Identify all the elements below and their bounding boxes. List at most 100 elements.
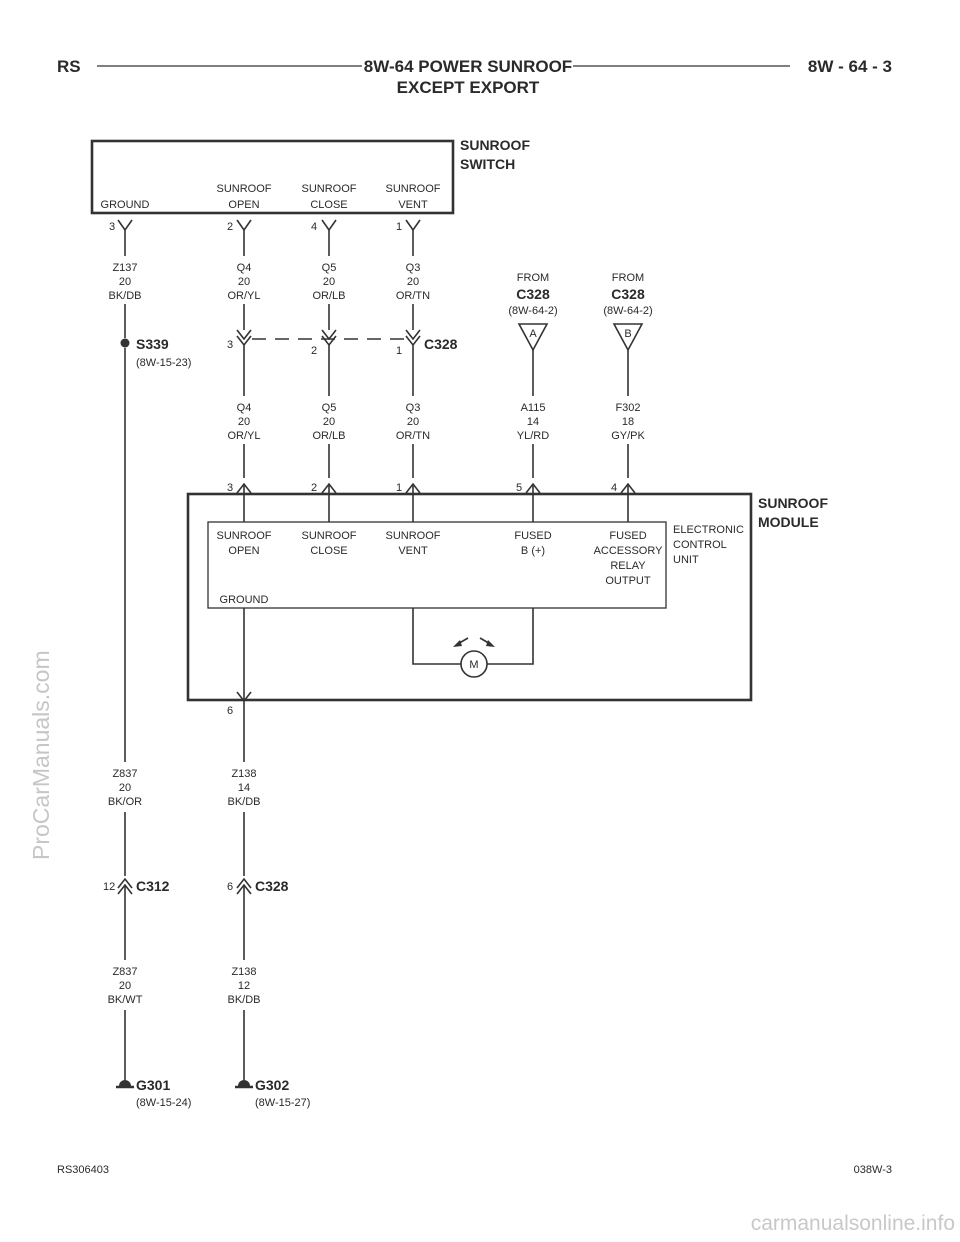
c328-lower-name: C328 (255, 878, 289, 894)
switch-open-label-2: OPEN (228, 199, 259, 211)
splice-name: S339 (136, 336, 169, 352)
footer-left: RS306403 (57, 1164, 109, 1176)
motor-icon (460, 650, 488, 678)
wire-f302-circuit: F302 (615, 402, 640, 414)
wire-z137-color: BK/DB (108, 290, 141, 302)
wire-a115-gauge: 14 (527, 416, 539, 428)
switch-vent-label-2: VENT (398, 199, 428, 211)
module-fused-acc-label-3: RELAY (610, 560, 646, 572)
c328-mid-pin-3: 1 (396, 345, 402, 357)
wire-z137-circuit: Z137 (112, 262, 137, 274)
wire-q5b-gauge: 20 (323, 416, 335, 428)
wire-q3-color: OR/TN (396, 290, 430, 302)
module-open-label-2: OPEN (228, 545, 259, 557)
bottom-watermark: carmanualsonline.info (751, 1212, 955, 1235)
switch-close-label-2: CLOSE (310, 199, 347, 211)
wire-z138-circuit: Z138 (231, 768, 256, 780)
wire-a115-circuit: A115 (521, 402, 546, 414)
from-b-connector: C328 (611, 286, 645, 302)
wire-q4-gauge: 20 (238, 276, 250, 288)
module-pin-6: 6 (227, 705, 233, 717)
c312-pin: 12 (103, 881, 115, 893)
header-title-line2: EXCEPT EXPORT (397, 78, 540, 97)
module-open-label-1: SUNROOF (217, 530, 272, 542)
module-ground-label: GROUND (220, 594, 269, 606)
middle-wires (243, 345, 629, 478)
sunroof-switch: SUNROOF SWITCH GROUND SUNROOF OPEN SUNRO… (90, 137, 530, 215)
module-fused-acc-label-4: OUTPUT (605, 575, 651, 587)
module-pins-top: 3 2 1 5 4 (227, 482, 636, 522)
upper-wire-labels: Z137 20 BK/DB Q4 20 OR/YL Q5 20 OR/LB Q3… (108, 262, 430, 302)
from-a-label: FROM (517, 272, 549, 284)
switch-vent-label-1: SUNROOF (386, 183, 441, 195)
wire-z138b-color: BK/DB (227, 994, 260, 1006)
connector-c328-mid: 3 2 1 C328 (227, 329, 458, 357)
module-fused-acc-label-2: ACCESSORY (594, 545, 664, 557)
switch-open-label-1: SUNROOF (217, 183, 272, 195)
wire-q5-circuit: Q5 (322, 262, 337, 274)
footer-right: 038W-3 (854, 1164, 892, 1176)
g302-name: G302 (255, 1077, 289, 1093)
wire-q4b-circuit: Q4 (237, 402, 252, 414)
wire-z837-gauge: 20 (119, 782, 131, 794)
motor-direction-arrows-icon (453, 637, 495, 647)
ecu-label-3: UNIT (673, 554, 699, 566)
wire-f302-gauge: 18 (622, 416, 634, 428)
from-c328-b: FROM C328 (8W-64-2) B (603, 272, 653, 396)
upper-wires (124, 230, 414, 338)
switch-pin-close: 4 (311, 221, 317, 233)
module-pin-4: 4 (611, 482, 617, 494)
switch-pin-ground: 3 (109, 221, 115, 233)
switch-pins: 3 2 4 1 (109, 219, 421, 233)
ground-g302: G302 (8W-15-27) (235, 1077, 310, 1109)
c328-mid-name: C328 (424, 336, 458, 352)
from-b-pin: B (624, 328, 631, 340)
switch-close-label-1: SUNROOF (302, 183, 357, 195)
wire-z138b-circuit: Z138 (231, 966, 256, 978)
wire-q4b-color: OR/YL (227, 430, 260, 442)
from-c328-a: FROM C328 (8W-64-2) A (508, 272, 558, 396)
middle-wire-labels: Q4 20 OR/YL Q5 20 OR/LB Q3 20 OR/TN A115… (227, 402, 645, 442)
splice-s339: S339 (8W-15-23) (120, 336, 191, 762)
ecu-label-2: CONTROL (673, 539, 727, 551)
side-watermark: ProCarManuals.com (28, 650, 54, 860)
c328-lower-pin: 6 (227, 881, 233, 893)
ground-icon (116, 1080, 134, 1089)
from-b-label: FROM (612, 272, 644, 284)
wire-z138-gauge: 14 (238, 782, 250, 794)
module-close-label-1: SUNROOF (302, 530, 357, 542)
module-pin-3: 3 (227, 482, 233, 494)
switch-pin-vent: 1 (396, 221, 402, 233)
switch-ground-label: GROUND (101, 199, 150, 211)
from-a-ref: (8W-64-2) (508, 305, 557, 317)
sunroof-module: SUNROOF MODULE ELECTRONIC CONTROL UNIT S… (186, 492, 828, 702)
from-a-pin: A (529, 328, 537, 340)
from-a-connector: C328 (516, 286, 550, 302)
module-close-label-2: CLOSE (310, 545, 347, 557)
ground-icon (235, 1080, 253, 1089)
wire-q3-circuit: Q3 (406, 262, 421, 274)
wire-q4b-gauge: 20 (238, 416, 250, 428)
c328-mid-pin-1: 3 (227, 339, 233, 351)
connector-c328-lower: 6 C328 (227, 877, 289, 895)
c328-mid-pin-2: 2 (311, 345, 317, 357)
page-header: RS 8W-64 POWER SUNROOF EXCEPT EXPORT 8W … (57, 57, 892, 97)
header-right: 8W - 64 - 3 (808, 57, 892, 76)
motor-label: M (469, 659, 478, 671)
module-pin-bottom: 6 (227, 691, 252, 762)
g302-ref: (8W-15-27) (255, 1097, 310, 1109)
module-name-line1: SUNROOF (758, 495, 828, 511)
wire-q4-color: OR/YL (227, 290, 260, 302)
connector-c312: 12 C312 (103, 877, 170, 895)
wire-f302-color: GY/PK (611, 430, 645, 442)
module-fused-acc-label-1: FUSED (609, 530, 646, 542)
module-pin-2: 2 (311, 482, 317, 494)
module-name-line2: MODULE (758, 514, 819, 530)
header-left: RS (57, 57, 81, 76)
wire-z837b-circuit: Z837 (112, 966, 137, 978)
wire-q3b-circuit: Q3 (406, 402, 421, 414)
wire-z137-gauge: 20 (119, 276, 131, 288)
wire-z837-circuit: Z837 (112, 768, 137, 780)
wire-q3b-color: OR/TN (396, 430, 430, 442)
